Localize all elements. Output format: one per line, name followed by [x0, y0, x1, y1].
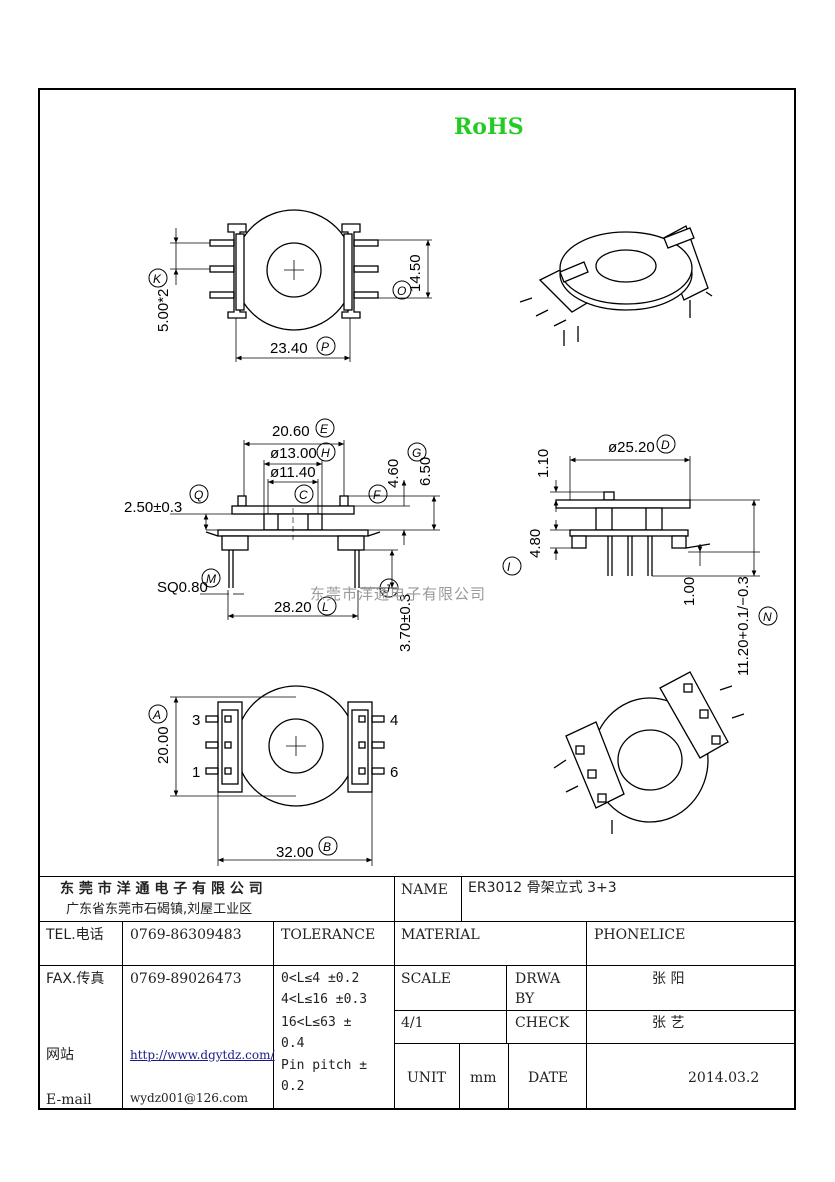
svg-text:N: N: [763, 610, 772, 624]
check-value: 张 艺: [652, 1015, 685, 1031]
unit-value: mm: [470, 1070, 497, 1086]
svg-text:I: I: [507, 560, 511, 574]
drawn-label: DRWA: [515, 971, 561, 987]
dim-l: 28.20: [274, 599, 312, 616]
date-value: 2014.03.2: [688, 1070, 760, 1086]
tolerance-line-4: 0.4: [281, 1036, 305, 1051]
svg-text:B: B: [323, 840, 331, 854]
dim-p: 23.40: [270, 340, 308, 357]
scale-label: SCALE: [401, 971, 451, 987]
side-view: [170, 440, 440, 620]
dim-n: 11.20+0.1/−0.3: [735, 576, 752, 676]
dim-d: ø25.20: [608, 439, 655, 456]
dim-bottom: 1.00: [681, 577, 698, 606]
bottom-view: [170, 685, 385, 866]
svg-text:O: O: [397, 284, 406, 298]
dim-o: 14.50: [407, 254, 424, 292]
web-label: 网站: [46, 1047, 74, 1063]
tolerance-label: TOLERANCE: [281, 927, 376, 943]
dim-g: 6.50: [417, 457, 434, 486]
web-link[interactable]: http://www.dgytdz.com/: [130, 1048, 275, 1062]
dim-f: 4.60: [385, 459, 402, 488]
svg-text:M: M: [206, 572, 216, 586]
dim-b: 32.00: [276, 844, 314, 861]
dim-j: 3.70±0.3: [397, 594, 414, 652]
company-name: 东 莞 市 洋 通 电 子 有 限 公 司: [60, 881, 263, 897]
fax-label: FAX.传真: [46, 971, 105, 987]
svg-text:J: J: [383, 582, 391, 596]
tolerance-line-3: 16<L≤63 ±: [281, 1015, 352, 1030]
svg-text:H: H: [321, 446, 330, 460]
pin-label-6: 6: [390, 764, 398, 781]
svg-text:F: F: [373, 488, 381, 502]
tel-value: 0769-86309483: [130, 927, 242, 943]
watermark: 东莞市洋通电子有限公司: [310, 585, 487, 603]
svg-text:E: E: [320, 422, 329, 436]
unit-label: UNIT: [407, 1070, 446, 1086]
drawn-label-2: BY: [515, 991, 535, 1007]
pin-label-1: 1: [192, 764, 200, 781]
svg-text:D: D: [661, 438, 670, 452]
tel-label: TEL.电话: [46, 927, 104, 943]
pin-label-4: 4: [390, 712, 398, 729]
material-value: PHONELICE: [594, 927, 686, 943]
email-value: wydz001@126.com: [130, 1091, 249, 1105]
tolerance-line-1: 0<L≤4 ±0.2: [281, 971, 360, 986]
dim-k: 5.00*2: [155, 289, 172, 332]
fax-value: 0769-89026473: [130, 971, 242, 987]
company-address: 广东省东莞市石碣镇,刘屋工业区: [66, 902, 253, 917]
isometric-view-top: [519, 225, 713, 346]
rohs-mark: RoHS: [454, 114, 524, 140]
pin-label-3: 3: [192, 712, 200, 729]
check-label: CHECK: [515, 1015, 570, 1031]
drawn-value: 张 阳: [652, 971, 685, 987]
dim-h: ø13.00: [270, 445, 317, 462]
svg-text:C: C: [299, 488, 308, 502]
date-label: DATE: [528, 1070, 569, 1086]
isometric-view-bottom: [553, 671, 745, 834]
tolerance-line-2: 4<L≤16 ±0.3: [281, 992, 368, 1007]
name-label: NAME: [401, 882, 448, 898]
front-view: [550, 456, 760, 577]
tolerance-line-5: Pin pitch ±: [281, 1058, 368, 1073]
name-value: ER3012 骨架立式 3+3: [468, 880, 617, 896]
dim-i: 4.80: [527, 529, 544, 558]
svg-text:Q: Q: [194, 488, 203, 502]
dim-q: 2.50±0.3: [124, 499, 182, 516]
material-label: MATERIAL: [401, 927, 480, 943]
dim-e: 20.60: [272, 423, 310, 440]
svg-text:L: L: [322, 600, 329, 614]
scale-value: 4/1: [401, 1015, 424, 1031]
drawing-sheet: [38, 88, 796, 1110]
dim-top: 1.10: [535, 449, 552, 478]
dim-m: SQ0.80: [157, 579, 208, 596]
svg-text:A: A: [152, 708, 161, 722]
svg-text:P: P: [321, 340, 329, 354]
email-label: E-mail: [46, 1092, 92, 1108]
svg-text:G: G: [412, 446, 421, 460]
dim-a: 20.00: [155, 726, 172, 764]
svg-text:K: K: [153, 272, 162, 286]
tolerance-line-6: 0.2: [281, 1079, 305, 1094]
dim-c: ø11.40: [270, 464, 316, 481]
top-view: [170, 209, 432, 362]
